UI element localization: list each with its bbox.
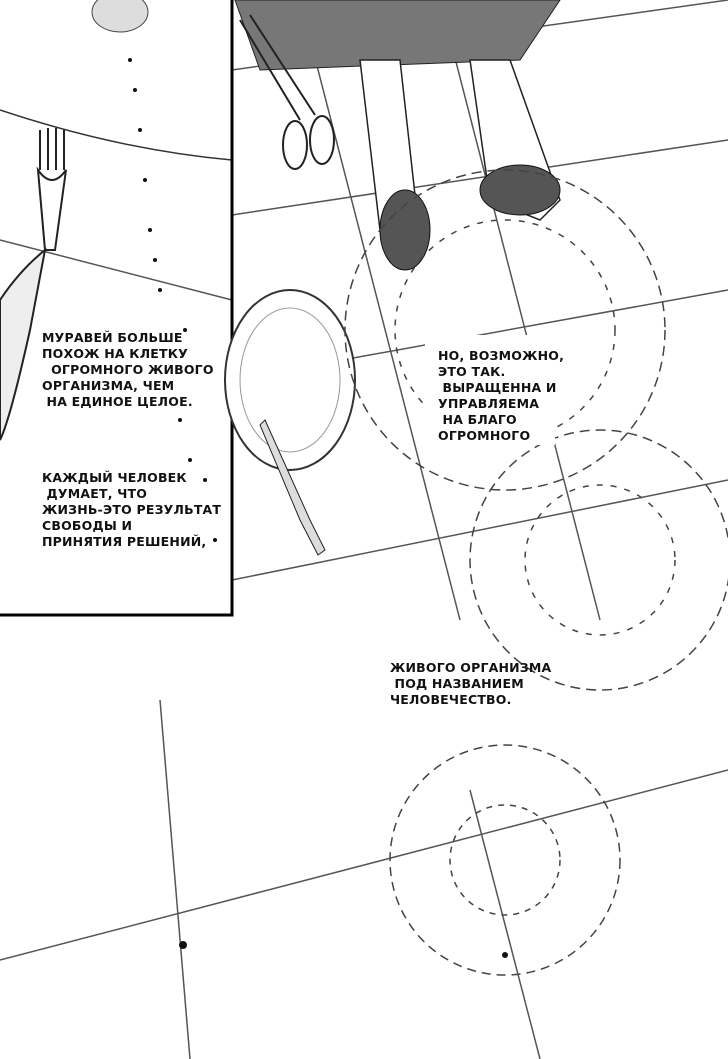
text-line: ПРИНЯТИЯ РЕШЕНИЙ, (42, 534, 207, 549)
text-line: ВЫРАЩЕННА И (438, 380, 557, 395)
panel-border (0, 0, 234, 617)
text-line: ПОД НАЗВАНИЕМ (390, 676, 524, 691)
text-line: КАЖДЫЙ ЧЕЛОВЕК (42, 470, 187, 485)
text-line: УПРАВЛЯЕМА (438, 396, 540, 411)
ants-trail (128, 58, 217, 542)
text-line: НА БЛАГО (438, 412, 517, 427)
text-line: ОГРОМНОГО ЖИВОГО (42, 362, 214, 377)
tile-junctions (179, 941, 508, 958)
shoe-right (479, 164, 561, 216)
scissors (239, 14, 335, 170)
text-line: ДУМАЕТ, ЧТО (42, 486, 148, 501)
crumb (91, 0, 149, 33)
text-line: НО, ВОЗМОЖНО, (438, 348, 565, 363)
text-line: СВОБОДЫ И (42, 518, 133, 533)
text-line: НА ЕДИНОЕ ЦЕЛОЕ. (42, 394, 193, 409)
skirt (234, 0, 561, 71)
table-edge (0, 109, 233, 161)
text-line: ОГРОМНОГО (438, 428, 531, 443)
text-line: ЖИЗНЬ-ЭТО РЕЗУЛЬТАТ (42, 502, 222, 517)
text-line: ПОХОЖ НА КЛЕТКУ (42, 346, 189, 361)
plate-with-fork (224, 289, 356, 556)
text-backdrop (425, 335, 555, 445)
text-line: ЖИВОГО ОРГАНИЗМА (390, 660, 552, 675)
text-line: ЧЕЛОВЕЧЕСТВО. (390, 692, 512, 707)
text-line: ЭТО ТАК. (438, 364, 506, 379)
text-line: МУРАВЕЙ БОЛЬШЕ (42, 330, 183, 345)
fork-drawing (0, 128, 67, 441)
text-line: ОРГАНИЗМА, ЧЕМ (42, 378, 175, 393)
